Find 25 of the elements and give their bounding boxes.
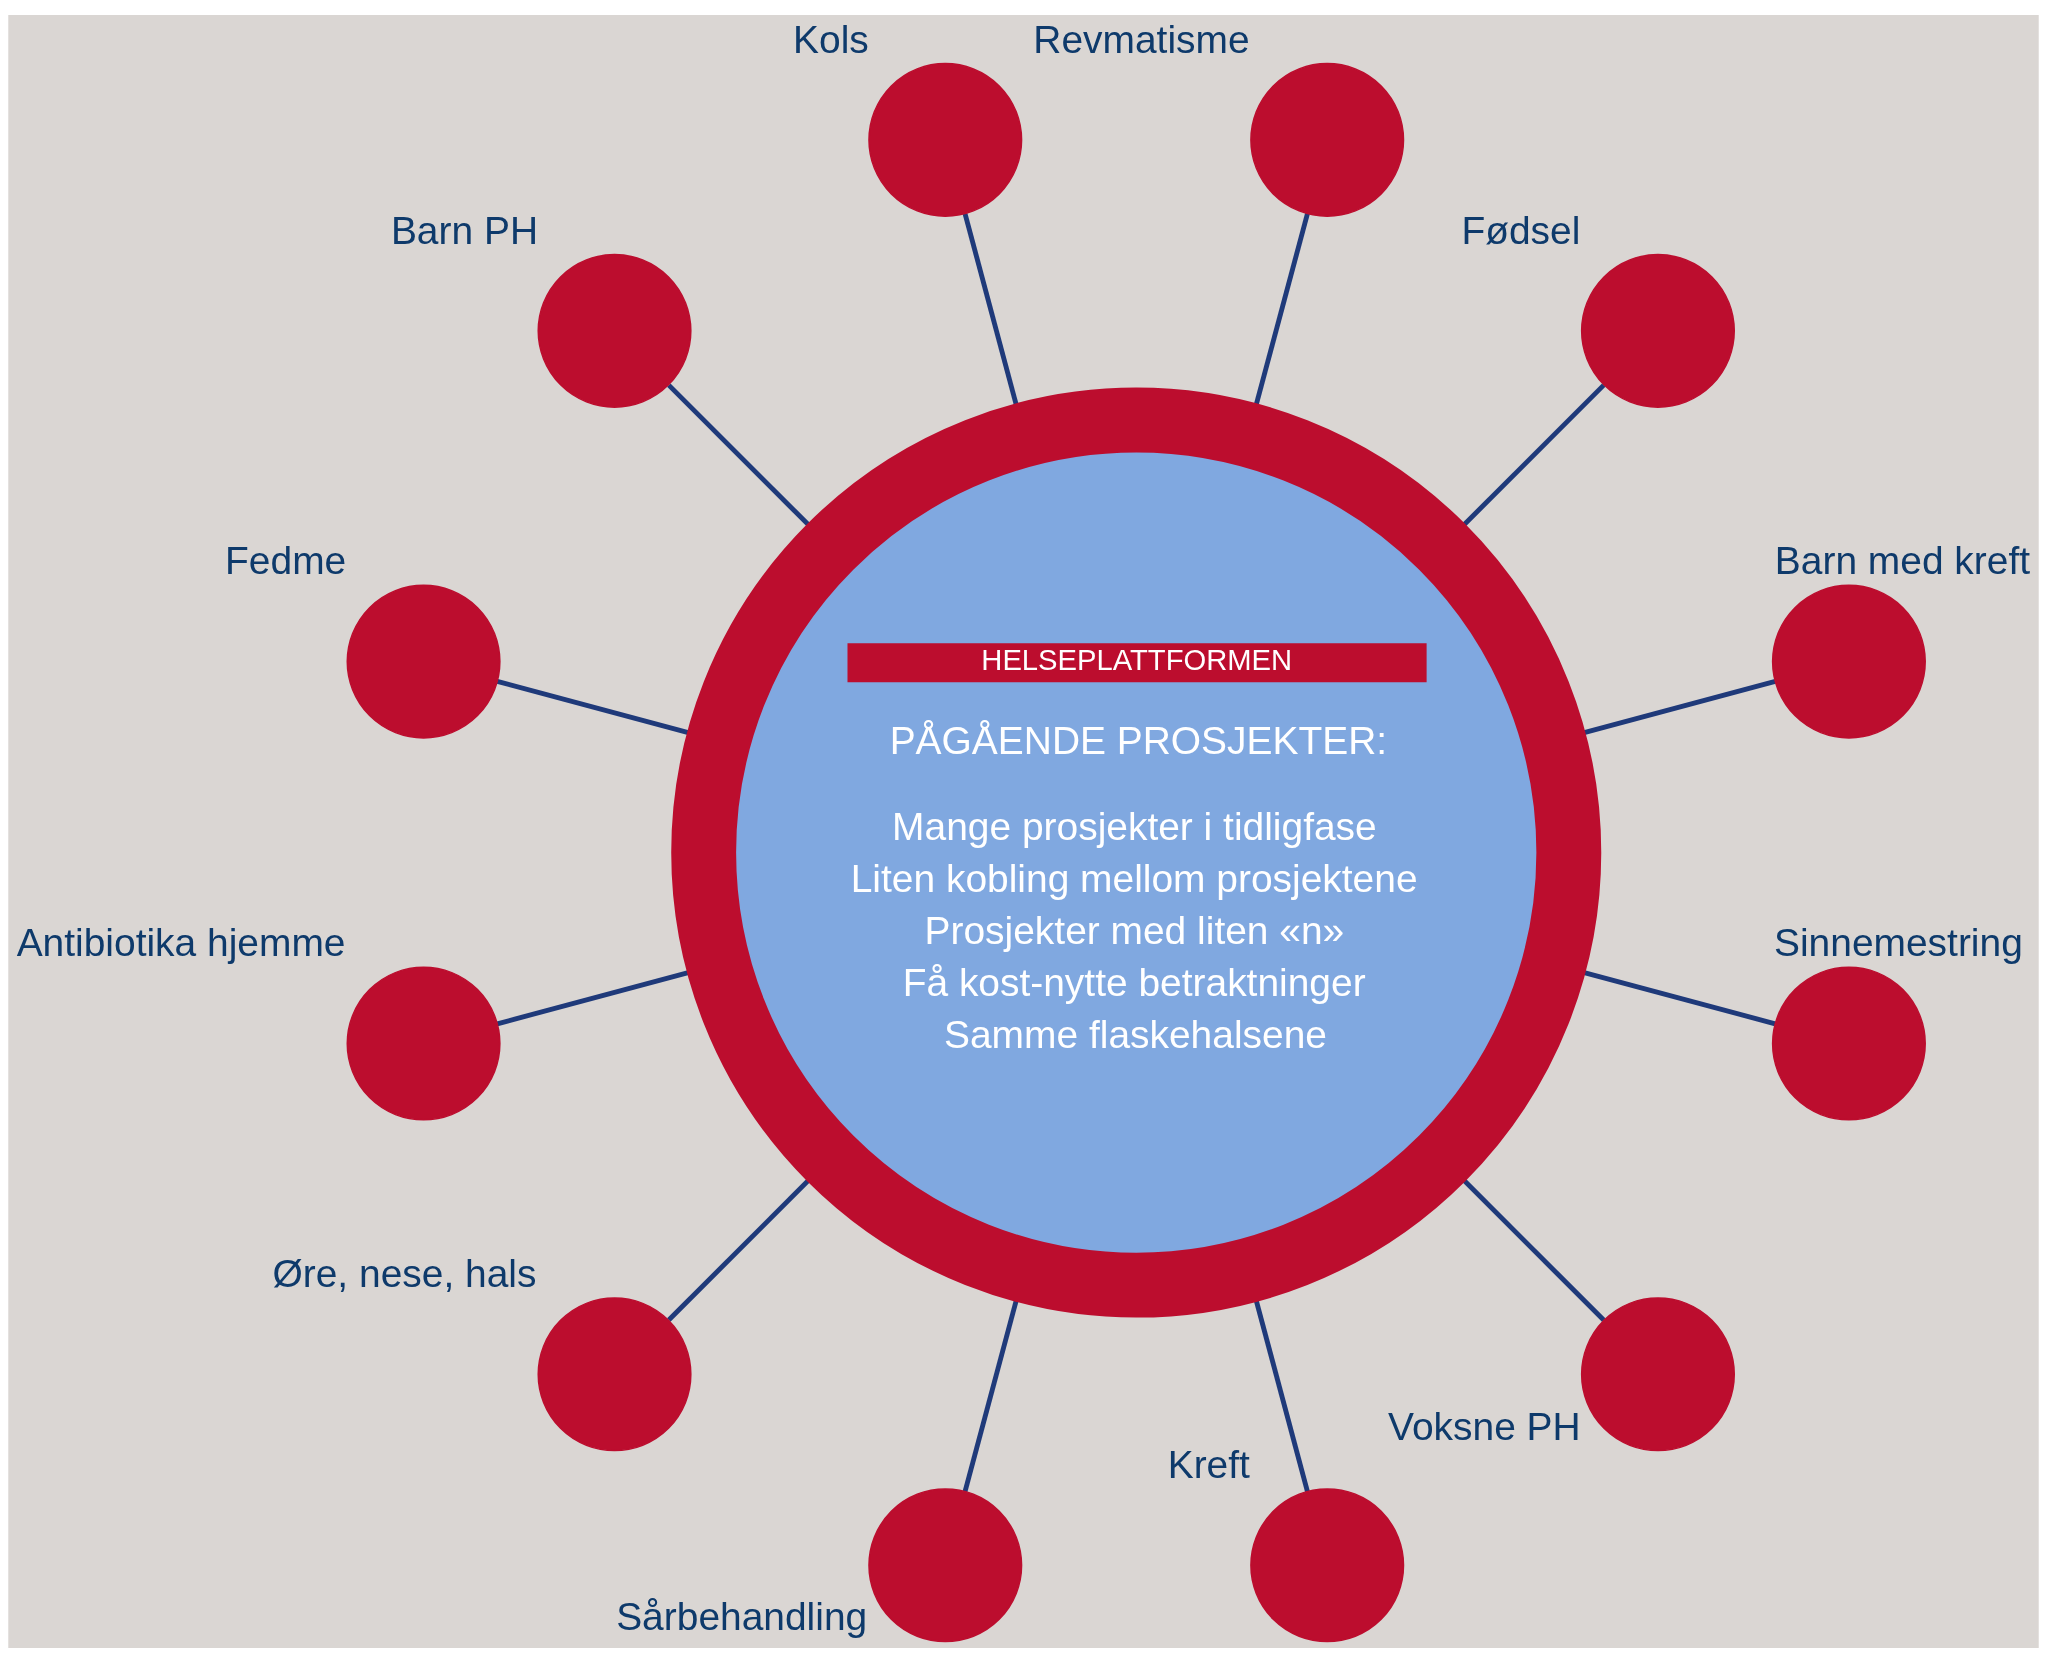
node-circle: HELSEPLATTFORMEN PÅGÅENDE PROSJEKTER: Mange prosjekter i tidligfase Liten kobling mellom prosjektene Prosjekter med liten «n» Få kost-nytte betraktninger Samme flaskehalsene [671,387,1602,1318]
node-label: Kreft [1167,1442,1250,1486]
node-label: Revmatisme [1033,17,1250,61]
node-circle [868,1487,1023,1642]
node-label: Øre, nese, hals [272,1251,537,1295]
node-label: Barn med kreft [1774,538,2031,582]
node-label: Sinnemestring [1774,920,2023,964]
node-circle [1771,584,1926,739]
node-circle [346,966,501,1121]
node-circle [1250,62,1405,217]
node-circle [1771,966,1926,1121]
node-circle [1580,1296,1735,1451]
node-label: Kols [793,17,869,61]
node-label: Sårbehandling [616,1594,868,1638]
node-circle [537,253,692,408]
node-circle [868,62,1023,217]
node-circle [346,584,501,739]
node-label: Voksne PH [1388,1404,1581,1448]
node-label: Barn PH [390,208,539,252]
node-label: Antibiotika hjemme [16,920,346,964]
node-label: Fødsel [1461,208,1581,252]
node-label: Fedme [225,538,347,582]
node-circle [537,1296,692,1451]
node-circle [1250,1487,1405,1642]
node-circle [1580,253,1735,408]
